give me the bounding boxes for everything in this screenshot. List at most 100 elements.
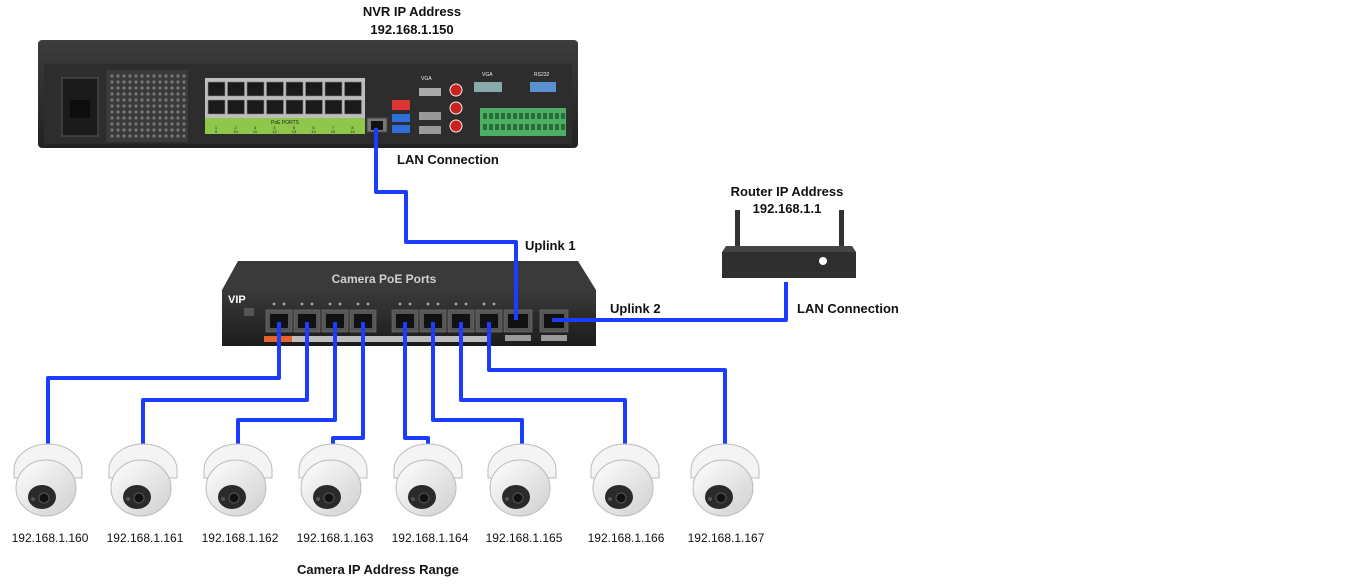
fan-grille-hole	[110, 122, 114, 126]
fan-grille-hole	[140, 128, 144, 132]
fan-grille-hole	[176, 104, 180, 108]
fan-grille-hole	[170, 128, 174, 132]
router-body	[722, 252, 856, 278]
fan-grille-hole	[152, 92, 156, 96]
switch-port-led	[464, 302, 468, 306]
camera-ir-led	[316, 497, 320, 501]
terminal-screw	[483, 113, 487, 119]
switch-poe-port-socket	[326, 314, 344, 328]
dome-camera	[13, 443, 83, 517]
camera-ip-label: 192.168.1.166	[587, 531, 665, 545]
fan-grille-hole	[170, 98, 174, 102]
dome-camera	[108, 443, 178, 517]
fan-grille-hole	[182, 74, 186, 78]
fan-grille-hole	[116, 92, 120, 96]
fan-grille-hole	[122, 92, 126, 96]
fan-grille-hole	[158, 122, 162, 126]
fan-grille-hole	[170, 122, 174, 126]
fan-grille-hole	[116, 110, 120, 114]
fan-grille-hole	[116, 116, 120, 120]
fan-grille-hole	[110, 104, 114, 108]
fan-grille-hole	[128, 134, 132, 138]
fan-grille-hole	[164, 98, 168, 102]
camera-lens	[38, 492, 50, 504]
fan-grille-hole	[134, 98, 138, 102]
nvr-rj45-port	[227, 99, 245, 115]
fan-grille-hole	[170, 110, 174, 114]
network-cable	[431, 322, 524, 446]
switch-poe-ports	[265, 302, 503, 333]
terminal-screw	[501, 113, 505, 119]
fan-grille-hole	[146, 98, 150, 102]
fan-grille-hole	[164, 122, 168, 126]
terminal-screw	[507, 113, 511, 119]
nvr-port-number: 4	[273, 125, 276, 130]
fan-grille-hole	[152, 80, 156, 84]
fan-grille-hole	[128, 80, 132, 84]
switch-poe-port-socket	[452, 314, 470, 328]
dome-camera	[690, 443, 760, 517]
fan-grille-hole	[146, 92, 150, 96]
fan-grille-hole	[146, 122, 150, 126]
cameras	[13, 443, 760, 517]
fan-grille-hole	[134, 134, 138, 138]
fan-grille-hole	[134, 122, 138, 126]
fan-grille-hole	[110, 128, 114, 132]
fan-grille-hole	[116, 86, 120, 90]
fan-grille-hole	[140, 74, 144, 78]
switch-port-led	[492, 302, 496, 306]
fan-grille	[106, 70, 188, 142]
nvr-port-number: 14	[311, 129, 316, 134]
fan-grille-hole	[122, 116, 126, 120]
network-cable	[403, 322, 430, 446]
camera-ip-label: 192.168.1.163	[296, 531, 374, 545]
nvr-port-number: 9	[215, 129, 218, 134]
nvr-rj45-port	[324, 99, 343, 115]
fan-grille-hole	[140, 110, 144, 114]
terminal-screw	[549, 113, 553, 119]
network-cable	[552, 282, 788, 322]
fan-grille-hole	[164, 86, 168, 90]
nvr-port-number: 12	[272, 129, 277, 134]
fan-grille-hole	[116, 122, 120, 126]
terminal-screw	[531, 113, 535, 119]
fan-grille-hole	[116, 128, 120, 132]
fan-grille-hole	[134, 128, 138, 132]
nvr-port-number: 6	[312, 125, 315, 130]
fan-grille-hole	[146, 86, 150, 90]
cables	[46, 128, 788, 450]
vga-port-1	[419, 88, 441, 96]
switch-poe-port-socket	[354, 314, 372, 328]
terminal-screw	[495, 124, 499, 130]
switch-port-led	[272, 302, 276, 306]
fan-grille-hole	[122, 74, 126, 78]
nvr-rj45-port	[344, 99, 362, 115]
fan-grille-hole	[182, 122, 186, 126]
terminal-screw	[513, 113, 517, 119]
camera-ir-led	[608, 497, 612, 501]
fan-grille-hole	[122, 98, 126, 102]
terminal-screw	[543, 113, 547, 119]
switch-poe-port-socket	[396, 314, 414, 328]
fan-grille-hole	[164, 128, 168, 132]
fan-grille-hole	[152, 74, 156, 78]
fan-grille-hole	[182, 98, 186, 102]
network-cable	[331, 322, 365, 446]
nvr-port-number: 7	[332, 125, 335, 130]
switch-port-led	[310, 302, 314, 306]
terminal-screw	[555, 124, 559, 130]
fan-grille-hole	[152, 116, 156, 120]
router-ip: 192.168.1.1	[752, 201, 822, 216]
fan-grille-hole	[152, 98, 156, 102]
hdmi-port-1	[419, 112, 441, 120]
power-socket-inlet	[70, 100, 90, 118]
nvr-port-number: 13	[292, 129, 297, 134]
router-title: Router IP Address	[730, 184, 844, 199]
nvr-rj45-port	[246, 99, 265, 115]
nvr-poe-ports	[207, 81, 362, 115]
fan-grille-hole	[170, 74, 174, 78]
camera-ip-label: 192.168.1.161	[106, 531, 184, 545]
switch-uplink-label	[541, 335, 567, 341]
fan-grille-hole	[170, 86, 174, 90]
fan-grille-hole	[146, 80, 150, 84]
